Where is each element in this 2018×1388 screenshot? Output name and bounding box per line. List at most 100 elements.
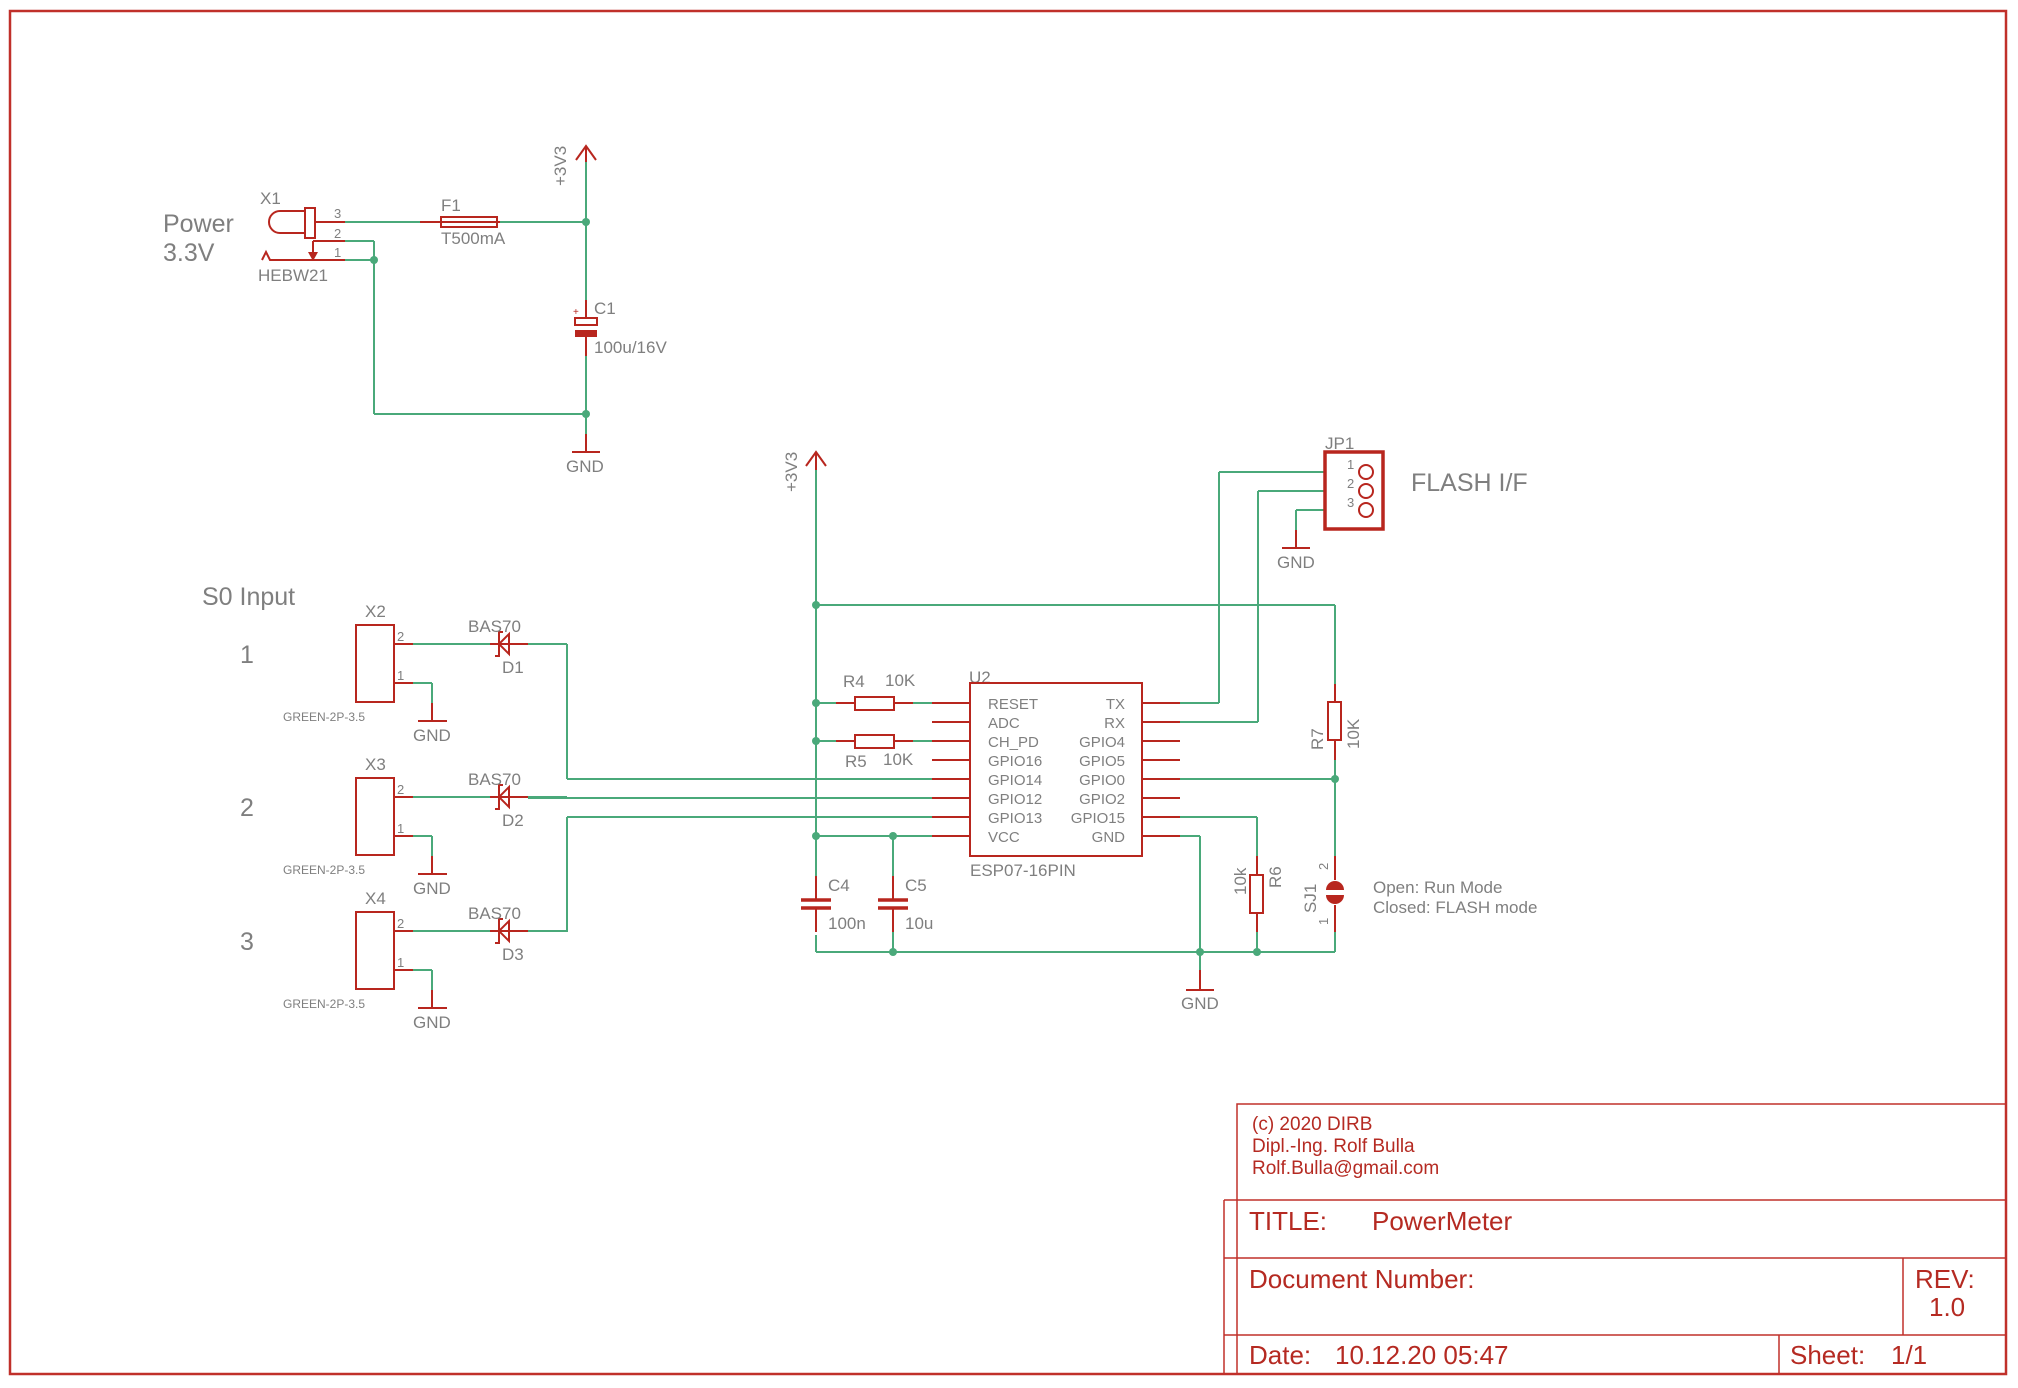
- gnd-label: GND: [1277, 553, 1315, 572]
- connector-pin2-label: 2: [397, 782, 404, 797]
- sj1-note-line2: Closed: FLASH mode: [1373, 898, 1537, 917]
- x1-connector: X1 3 2 1 HEBW21: [258, 189, 345, 285]
- gnd-label: GND: [413, 879, 451, 898]
- gnd-symbol: GND: [1277, 530, 1315, 572]
- email-text: Rolf.Bulla@gmail.com: [1252, 1158, 1439, 1179]
- gnd-label: GND: [413, 1013, 451, 1032]
- u2-left-pin-label: CH_PD: [988, 734, 1039, 751]
- sj1-solder-jumper[interactable]: 2 1 SJ1: [1301, 856, 1344, 932]
- u2-left-pin-label: GPIO13: [988, 810, 1042, 827]
- u2-right-pin-label: GPIO4: [1079, 734, 1125, 751]
- diode-value: BAS70: [468, 770, 521, 789]
- u2-right-pin-label: RX: [1104, 715, 1125, 732]
- u2-right-pin-label: GPIO15: [1071, 810, 1125, 827]
- u2-left-pin-label: GPIO14: [988, 772, 1042, 789]
- supply-arrow-icon: [575, 144, 597, 161]
- diode-triangle-icon: [497, 784, 510, 810]
- c4-name: C4: [828, 876, 850, 895]
- connector-pin1-label: 1: [397, 821, 404, 836]
- x1-plug: [304, 207, 316, 239]
- x1-value: HEBW21: [258, 266, 328, 285]
- sj1-pin1-label: 1: [1316, 918, 1331, 925]
- c1-plate-negative: [575, 330, 597, 337]
- junction: [812, 601, 820, 609]
- sheet-frame: [8, 9, 2008, 1376]
- diode-value: BAS70: [468, 904, 521, 923]
- rev-value: 1.0: [1929, 1292, 1965, 1322]
- docnum-label: Document Number:: [1249, 1264, 1474, 1294]
- junction: [889, 948, 897, 956]
- junction: [812, 737, 820, 745]
- jp1-pin1-pad[interactable]: [1358, 464, 1374, 480]
- u2-right-pin-label: GPIO0: [1079, 772, 1125, 789]
- x1-pin1-lead: [261, 249, 345, 261]
- c1-value: 100u/16V: [594, 338, 667, 357]
- c5-value: 10u: [905, 914, 933, 933]
- r5-value: 10K: [883, 750, 914, 769]
- rev-label: REV:: [1915, 1264, 1975, 1294]
- s0-input-section: S0 Input: [202, 583, 295, 611]
- x1-pin1-label: 1: [334, 245, 341, 260]
- r7-body: [1327, 701, 1342, 741]
- junction: [812, 832, 820, 840]
- jp1-pin2-pad[interactable]: [1358, 483, 1374, 499]
- sj1-name: SJ1: [1301, 884, 1320, 913]
- date-label: Date:: [1249, 1340, 1311, 1370]
- c1-polarity: +: [573, 307, 579, 318]
- channel-index: 1: [240, 641, 254, 669]
- diode-name: D3: [502, 945, 524, 964]
- jp1-pin3-label: 3: [1347, 495, 1354, 510]
- s0-channels: 1X221GREEN-2P-3.5GNDBAS70D12X321GREEN-2P…: [240, 602, 567, 1032]
- connector-body: [355, 624, 395, 703]
- u2-right-pin-label: GPIO5: [1079, 753, 1125, 770]
- s0-heading: S0 Input: [202, 583, 295, 611]
- f1-name: F1: [441, 196, 461, 215]
- diode-triangle-icon: [497, 918, 510, 944]
- junction: [582, 218, 590, 226]
- supply-label: +3V3: [551, 146, 570, 186]
- u2-right-pin-label: TX: [1106, 696, 1125, 713]
- connector-body: [355, 911, 395, 990]
- r7-resistor: R7 10K: [1308, 684, 1363, 760]
- supply-label: +3V3: [782, 452, 801, 492]
- connector-name: X4: [365, 889, 386, 908]
- sj1-pad-bottom: [1326, 895, 1344, 904]
- diode-cathode-bar: [495, 918, 503, 944]
- gnd-label: GND: [413, 726, 451, 745]
- r4-body: [854, 696, 895, 711]
- f1-fuse: F1 T500mA: [420, 196, 506, 248]
- supply-arrow-icon: [805, 450, 827, 467]
- jp1-body: [1323, 450, 1385, 531]
- jp1-header: JP1 1 2 3 FLASH I/F: [1323, 434, 1528, 531]
- connector-value: GREEN-2P-3.5: [283, 997, 365, 1011]
- x1-switch-arrow-icon: [308, 252, 318, 261]
- u2-right-pin-label: GPIO2: [1079, 791, 1125, 808]
- connector-value: GREEN-2P-3.5: [283, 710, 365, 724]
- r6-name: R6: [1266, 866, 1285, 888]
- r4-value: 10K: [885, 671, 916, 690]
- jp1-pin1-label: 1: [1347, 457, 1354, 472]
- u2-right-pin-label: GND: [1092, 829, 1126, 846]
- jp1-pin3-pad[interactable]: [1358, 502, 1374, 518]
- r6-body: [1249, 874, 1264, 914]
- copyright-text: (c) 2020 DIRB: [1252, 1114, 1372, 1135]
- supply-3v3-mcu: +3V3: [782, 450, 827, 492]
- connector-value: GREEN-2P-3.5: [283, 863, 365, 877]
- r6-resistor: 10k R6: [1231, 856, 1285, 932]
- title-label: TITLE:: [1249, 1206, 1327, 1236]
- sheet-value: 1/1: [1891, 1340, 1927, 1370]
- gnd-label: GND: [566, 457, 604, 476]
- u2-body: [969, 682, 1143, 857]
- diode-value: BAS70: [468, 617, 521, 636]
- sj1-pin2-label: 2: [1316, 863, 1331, 870]
- u2-pins: RESETADCCH_PDGPIO16GPIO14GPIO12GPIO13VCC…: [932, 696, 1180, 846]
- c4-capacitor: C4 100n: [801, 876, 866, 933]
- x1-pin3-label: 3: [334, 206, 341, 221]
- title-value: PowerMeter: [1372, 1206, 1512, 1236]
- mcu-section: +3V3 R4 10K R5 10K: [528, 434, 1537, 1013]
- c5-name: C5: [905, 876, 927, 895]
